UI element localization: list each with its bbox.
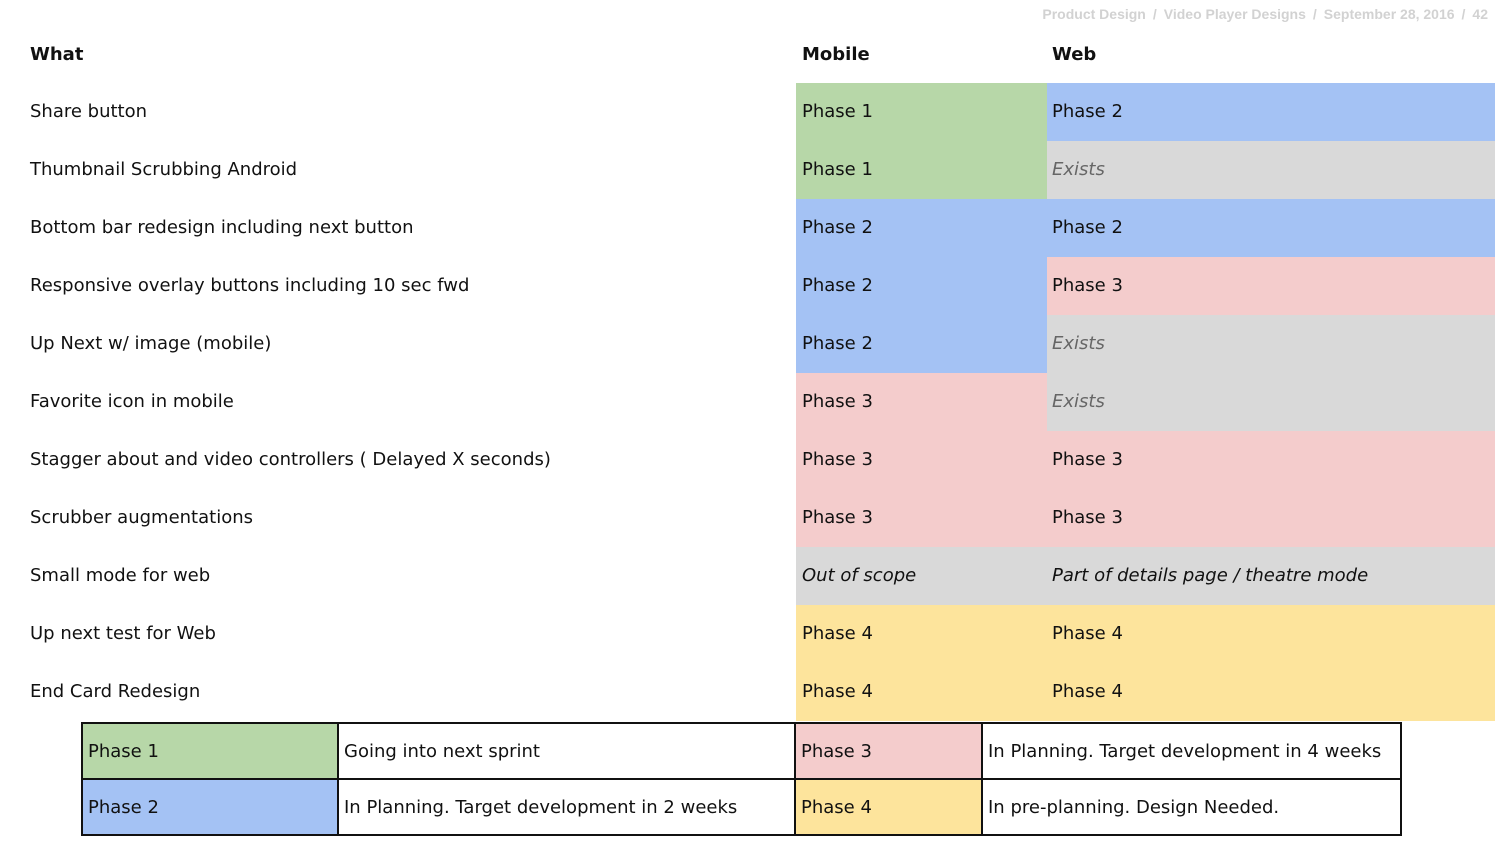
breadcrumb-item-date: September 28, 2016 bbox=[1323, 6, 1455, 22]
mobile-status-cell: Phase 4 bbox=[796, 663, 1047, 721]
feature-name: Bottom bar redesign including next butto… bbox=[30, 217, 414, 238]
column-header-web: Web bbox=[1052, 44, 1097, 65]
breadcrumb-separator: / bbox=[1152, 6, 1157, 22]
legend-phase-1: Phase 1 bbox=[81, 722, 339, 780]
feature-name: End Card Redesign bbox=[30, 681, 201, 702]
feature-name: Favorite icon in mobile bbox=[30, 391, 234, 412]
mobile-status-cell: Phase 4 bbox=[796, 605, 1047, 663]
page-number: 42 bbox=[1472, 6, 1488, 22]
web-status-cell: Phase 3 bbox=[1047, 489, 1495, 547]
web-status-cell: Phase 2 bbox=[1047, 83, 1495, 141]
phase-legend: Phase 1 Going into next sprint Phase 3 I… bbox=[81, 722, 1402, 836]
breadcrumb-item-document: Video Player Designs bbox=[1163, 6, 1306, 22]
breadcrumb: Product Design / Video Player Designs / Sept… bbox=[1042, 6, 1488, 22]
web-status-cell: Phase 4 bbox=[1047, 663, 1495, 721]
web-status-cell: Exists bbox=[1047, 141, 1495, 199]
mobile-status-cell: Phase 3 bbox=[796, 431, 1047, 489]
mobile-status-cell: Phase 2 bbox=[796, 257, 1047, 315]
column-header-what: What bbox=[30, 44, 84, 65]
mobile-status-cell: Phase 3 bbox=[796, 373, 1047, 431]
table-row: Bottom bar redesign including next butto… bbox=[0, 199, 1500, 257]
legend-phase-4: Phase 4 bbox=[794, 778, 983, 836]
mobile-status-cell: Phase 1 bbox=[796, 83, 1047, 141]
feature-name: Up Next w/ image (mobile) bbox=[30, 333, 272, 354]
breadcrumb-item-section: Product Design bbox=[1042, 6, 1146, 22]
web-status-cell: Phase 2 bbox=[1047, 199, 1495, 257]
web-status-cell: Exists bbox=[1047, 373, 1495, 431]
feature-name: Responsive overlay buttons including 10 … bbox=[30, 275, 470, 296]
legend-phase-4-description: In pre-planning. Design Needed. bbox=[981, 778, 1402, 836]
feature-name: Up next test for Web bbox=[30, 623, 216, 644]
legend-phase-2: Phase 2 bbox=[81, 778, 339, 836]
feature-name: Stagger about and video controllers ( De… bbox=[30, 449, 551, 470]
feature-name: Scrubber augmentations bbox=[30, 507, 254, 528]
mobile-status-cell: Phase 2 bbox=[796, 199, 1047, 257]
table-row: Responsive overlay buttons including 10 … bbox=[0, 257, 1500, 315]
table-row: Stagger about and video controllers ( De… bbox=[0, 431, 1500, 489]
feature-name: Thumbnail Scrubbing Android bbox=[30, 159, 298, 180]
legend-row: Phase 2 In Planning. Target development … bbox=[81, 778, 1402, 836]
mobile-status-cell: Phase 2 bbox=[796, 315, 1047, 373]
mobile-status-cell: Phase 1 bbox=[796, 141, 1047, 199]
web-status-cell: Exists bbox=[1047, 315, 1495, 373]
legend-phase-3: Phase 3 bbox=[794, 722, 983, 780]
feature-name: Small mode for web bbox=[30, 565, 211, 586]
feature-name: Share button bbox=[30, 101, 148, 122]
column-header-mobile: Mobile bbox=[802, 44, 870, 65]
legend-row: Phase 1 Going into next sprint Phase 3 I… bbox=[81, 722, 1402, 780]
breadcrumb-separator: / bbox=[1312, 6, 1317, 22]
mobile-status-cell: Phase 3 bbox=[796, 489, 1047, 547]
web-status-cell: Phase 3 bbox=[1047, 431, 1495, 489]
mobile-status-cell: Out of scope bbox=[796, 547, 1047, 605]
legend-phase-3-description: In Planning. Target development in 4 wee… bbox=[981, 722, 1402, 780]
breadcrumb-separator: / bbox=[1461, 6, 1466, 22]
web-status-cell: Phase 4 bbox=[1047, 605, 1495, 663]
web-status-cell: Part of details page / theatre mode bbox=[1047, 547, 1495, 605]
legend-phase-2-description: In Planning. Target development in 2 wee… bbox=[337, 778, 796, 836]
web-status-cell: Phase 3 bbox=[1047, 257, 1495, 315]
legend-phase-1-description: Going into next sprint bbox=[337, 722, 796, 780]
